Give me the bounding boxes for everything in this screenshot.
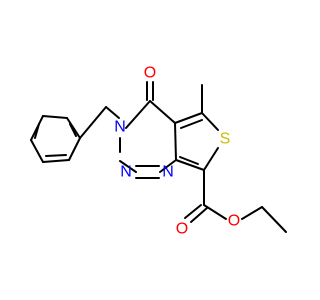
bond <box>45 154 67 157</box>
thiophene-ring <box>174 84 219 171</box>
nitrogen-atom: N <box>162 164 174 181</box>
bond <box>190 207 208 223</box>
bond <box>174 122 177 161</box>
bond <box>66 117 81 139</box>
bond <box>203 147 219 171</box>
bond <box>174 112 203 124</box>
bond <box>42 115 68 119</box>
bond <box>105 106 120 119</box>
bond <box>42 159 70 163</box>
bond <box>201 112 219 131</box>
oxygen-atom: O <box>228 213 240 230</box>
oxygen-atom: O <box>144 65 156 82</box>
bond <box>34 123 40 139</box>
bond <box>30 139 44 163</box>
bond <box>241 206 263 220</box>
bond <box>159 159 177 173</box>
nitrogen-atom: N <box>114 119 126 136</box>
bond <box>261 206 287 233</box>
bond <box>179 156 199 165</box>
bond <box>79 106 107 139</box>
oxygen-atom: O <box>176 221 188 238</box>
bond <box>203 204 227 220</box>
triazinone-ring <box>119 81 177 179</box>
bond <box>119 160 137 173</box>
ethyl-ester <box>184 169 287 233</box>
bond <box>180 119 203 129</box>
sulfur-atom: S <box>220 131 231 148</box>
bond <box>68 137 81 161</box>
bond <box>184 204 202 219</box>
nitrogen-atom: N <box>120 164 132 181</box>
molecule-canvas: O S N N N O O <box>30 64 287 238</box>
bond <box>175 159 205 171</box>
bond <box>125 100 151 129</box>
benzene-ring <box>30 115 81 163</box>
bond <box>149 100 176 124</box>
bond <box>69 123 77 137</box>
molecule-structure: O S N N N O O <box>30 65 287 238</box>
